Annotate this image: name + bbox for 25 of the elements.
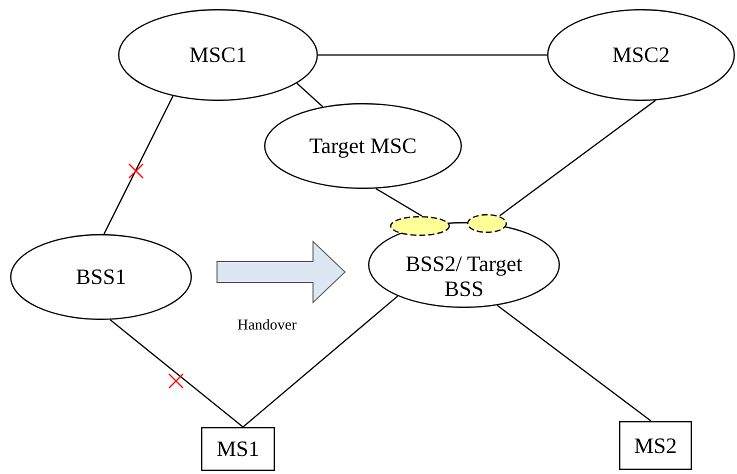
node-label: MSC2	[612, 42, 670, 68]
node-label: BSS2/ Target BSS	[404, 250, 524, 302]
connector-line	[376, 188, 422, 217]
station-box	[201, 427, 275, 471]
station-box	[619, 421, 692, 470]
node-label: MS1	[216, 436, 260, 462]
node-label: BSS1	[76, 264, 126, 290]
connector-line	[496, 304, 652, 422]
network-ellipse	[264, 103, 462, 189]
network-ellipse	[118, 9, 318, 101]
connector-line	[296, 82, 324, 108]
connector-line	[103, 96, 174, 234]
connector-line	[318, 54, 547, 56]
network-ellipse	[547, 9, 735, 101]
block-arrow	[216, 240, 346, 304]
network-ellipse	[368, 222, 560, 308]
node-label: MS2	[634, 432, 677, 458]
node-label: MSC1	[189, 42, 247, 68]
highlight-ellipse	[390, 216, 450, 236]
network-ellipse	[10, 234, 192, 320]
connector-line	[242, 296, 398, 428]
node-label: Target MSC	[309, 133, 417, 159]
highlight-ellipse	[467, 214, 507, 232]
connector-line	[110, 319, 244, 428]
connector-line	[499, 100, 656, 216]
